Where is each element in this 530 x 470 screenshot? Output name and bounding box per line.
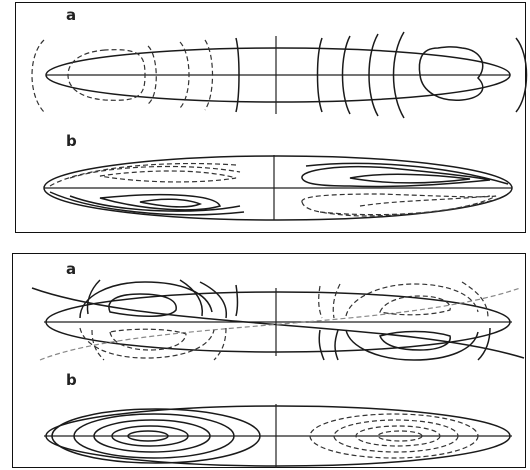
bottom-a-dashed-arc bbox=[80, 328, 214, 358]
bottom-a-solid-arc bbox=[236, 285, 238, 316]
top-a-diagram bbox=[32, 32, 527, 118]
top-b-diagram bbox=[44, 155, 512, 220]
bottom-a-dashed-arc bbox=[319, 286, 322, 318]
bottom-a-dashed-arc bbox=[333, 284, 340, 318]
bottom-a-solid-arc bbox=[319, 330, 324, 360]
bottom-a-solid-arc bbox=[335, 330, 338, 360]
bottom-a-diagonal-solid bbox=[32, 288, 524, 358]
top-b-dashed-contour bbox=[100, 171, 236, 182]
bottom-label-b: b bbox=[66, 371, 77, 389]
bottom-b-diagram bbox=[44, 404, 512, 468]
top-a-solid-outer bbox=[516, 38, 527, 112]
bottom-label-a: a bbox=[66, 260, 76, 278]
bottom-a-solid-arc bbox=[88, 280, 101, 314]
bottom-a-dashed-contour bbox=[380, 296, 450, 315]
bottom-a-dashed-arc bbox=[462, 282, 488, 318]
bottom-a-dashed-arc bbox=[346, 284, 478, 316]
bottom-a-solid-arc bbox=[346, 330, 478, 360]
bottom-a-diagram bbox=[32, 280, 524, 360]
top-b-solid-contour bbox=[350, 174, 470, 183]
top-label-b: b bbox=[66, 132, 77, 150]
bottom-a-dashed-arc bbox=[214, 328, 226, 360]
top-label-a: a bbox=[66, 6, 76, 24]
bottom-a-diagonal-dashed bbox=[40, 288, 520, 360]
bottom-a-solid-arc bbox=[200, 282, 226, 318]
bottom-a-solid-arc bbox=[180, 280, 202, 316]
top-b-solid-contour bbox=[140, 199, 200, 207]
bottom-a-solid-arc bbox=[478, 328, 490, 360]
top-b-dashed-line bbox=[360, 196, 490, 206]
top-a-dashed-outer bbox=[32, 40, 44, 112]
top-b-solid-contour bbox=[302, 167, 490, 187]
